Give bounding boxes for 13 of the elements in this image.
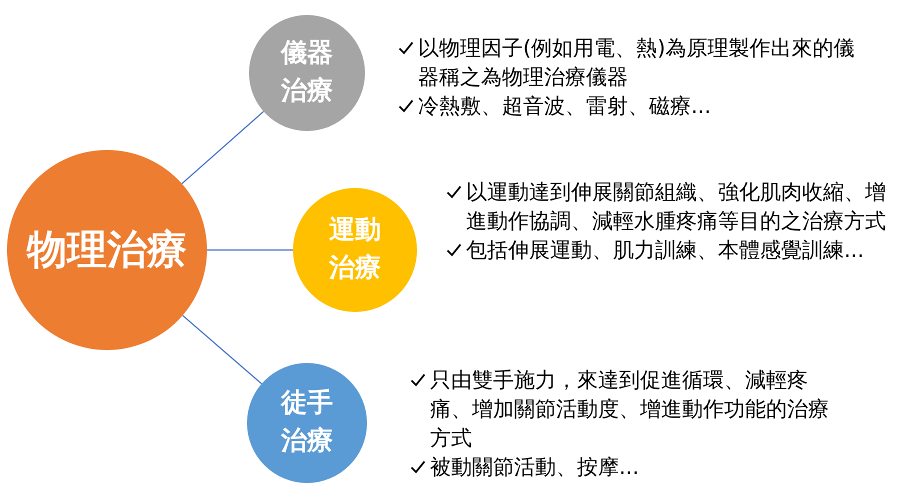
- connector-line: [181, 111, 264, 184]
- bullet-text: 以運動達到伸展關節組織、強化肌肉收縮、增進動作協調、減輕水腫疼痛等目的之治療方式: [466, 179, 887, 235]
- bullet-text: 被動關節活動、按摩...: [430, 454, 640, 481]
- bullet-text: 只由雙手施力，來達到促進循環、減輕疼痛、增加關節活動度、增進動作功能的治療方式: [430, 367, 830, 452]
- bullet-text: 包括伸展運動、肌力訓練、本體感覺訓練...: [466, 237, 864, 264]
- circle-label: 物理治療: [25, 226, 188, 275]
- circle-label: 運動治療: [328, 214, 382, 285]
- circle-label: 徒手治療: [280, 387, 334, 458]
- connector-line: [182, 314, 262, 384]
- connector-line: [207, 249, 293, 251]
- circle-label: 儀器治療: [279, 37, 334, 108]
- bullet-text: 以物理因子(例如用電、熱)為原理製作出來的儀器稱之為物理治療儀器: [418, 35, 856, 91]
- bullet-text: 冷熱敷、超音波、雷射、磁療...: [418, 93, 712, 120]
